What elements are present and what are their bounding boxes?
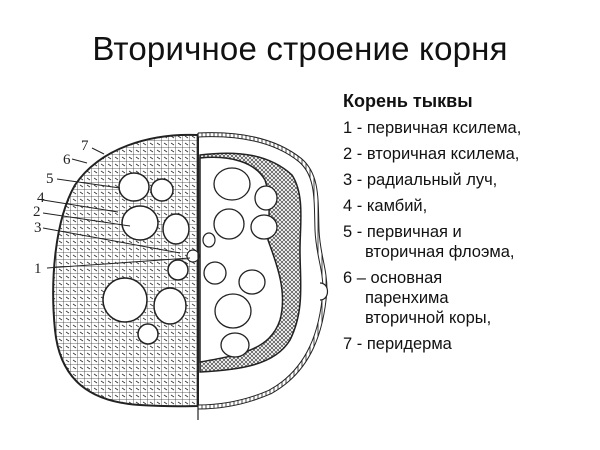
legend: Корень тыквы 1 - первичная ксилема, 2 - … — [343, 91, 593, 360]
label-1: 1 — [34, 261, 42, 277]
label-6: 6 — [63, 152, 71, 168]
label-7: 7 — [81, 138, 89, 154]
right-half-schematic — [197, 132, 329, 410]
label-5: 5 — [46, 171, 54, 187]
legend-item-6: 6 – основная паренхима вторичной коры, — [343, 269, 492, 327]
left-half-cellular — [52, 133, 200, 408]
legend-item-5: 5 - первичная и вторичная флоэма, — [343, 223, 515, 261]
legend-item-4: 4 - камбий, — [343, 197, 428, 215]
label-2: 2 — [33, 204, 41, 220]
callout-labels: 7 6 5 4 2 3 1 — [33, 138, 191, 277]
legend-item-3: 3 - радиальный луч, — [343, 171, 498, 189]
label-3: 3 — [34, 220, 42, 236]
legend-heading: Корень тыквы — [343, 91, 473, 111]
legend-item-2: 2 - вторичная ксилема, — [343, 145, 520, 163]
legend-item-1: 1 - первичная ксилема, — [343, 119, 522, 137]
label-4: 4 — [37, 190, 45, 206]
legend-item-7: 7 - перидерма — [343, 335, 452, 353]
page-title: Вторичное строение корня — [92, 30, 508, 67]
